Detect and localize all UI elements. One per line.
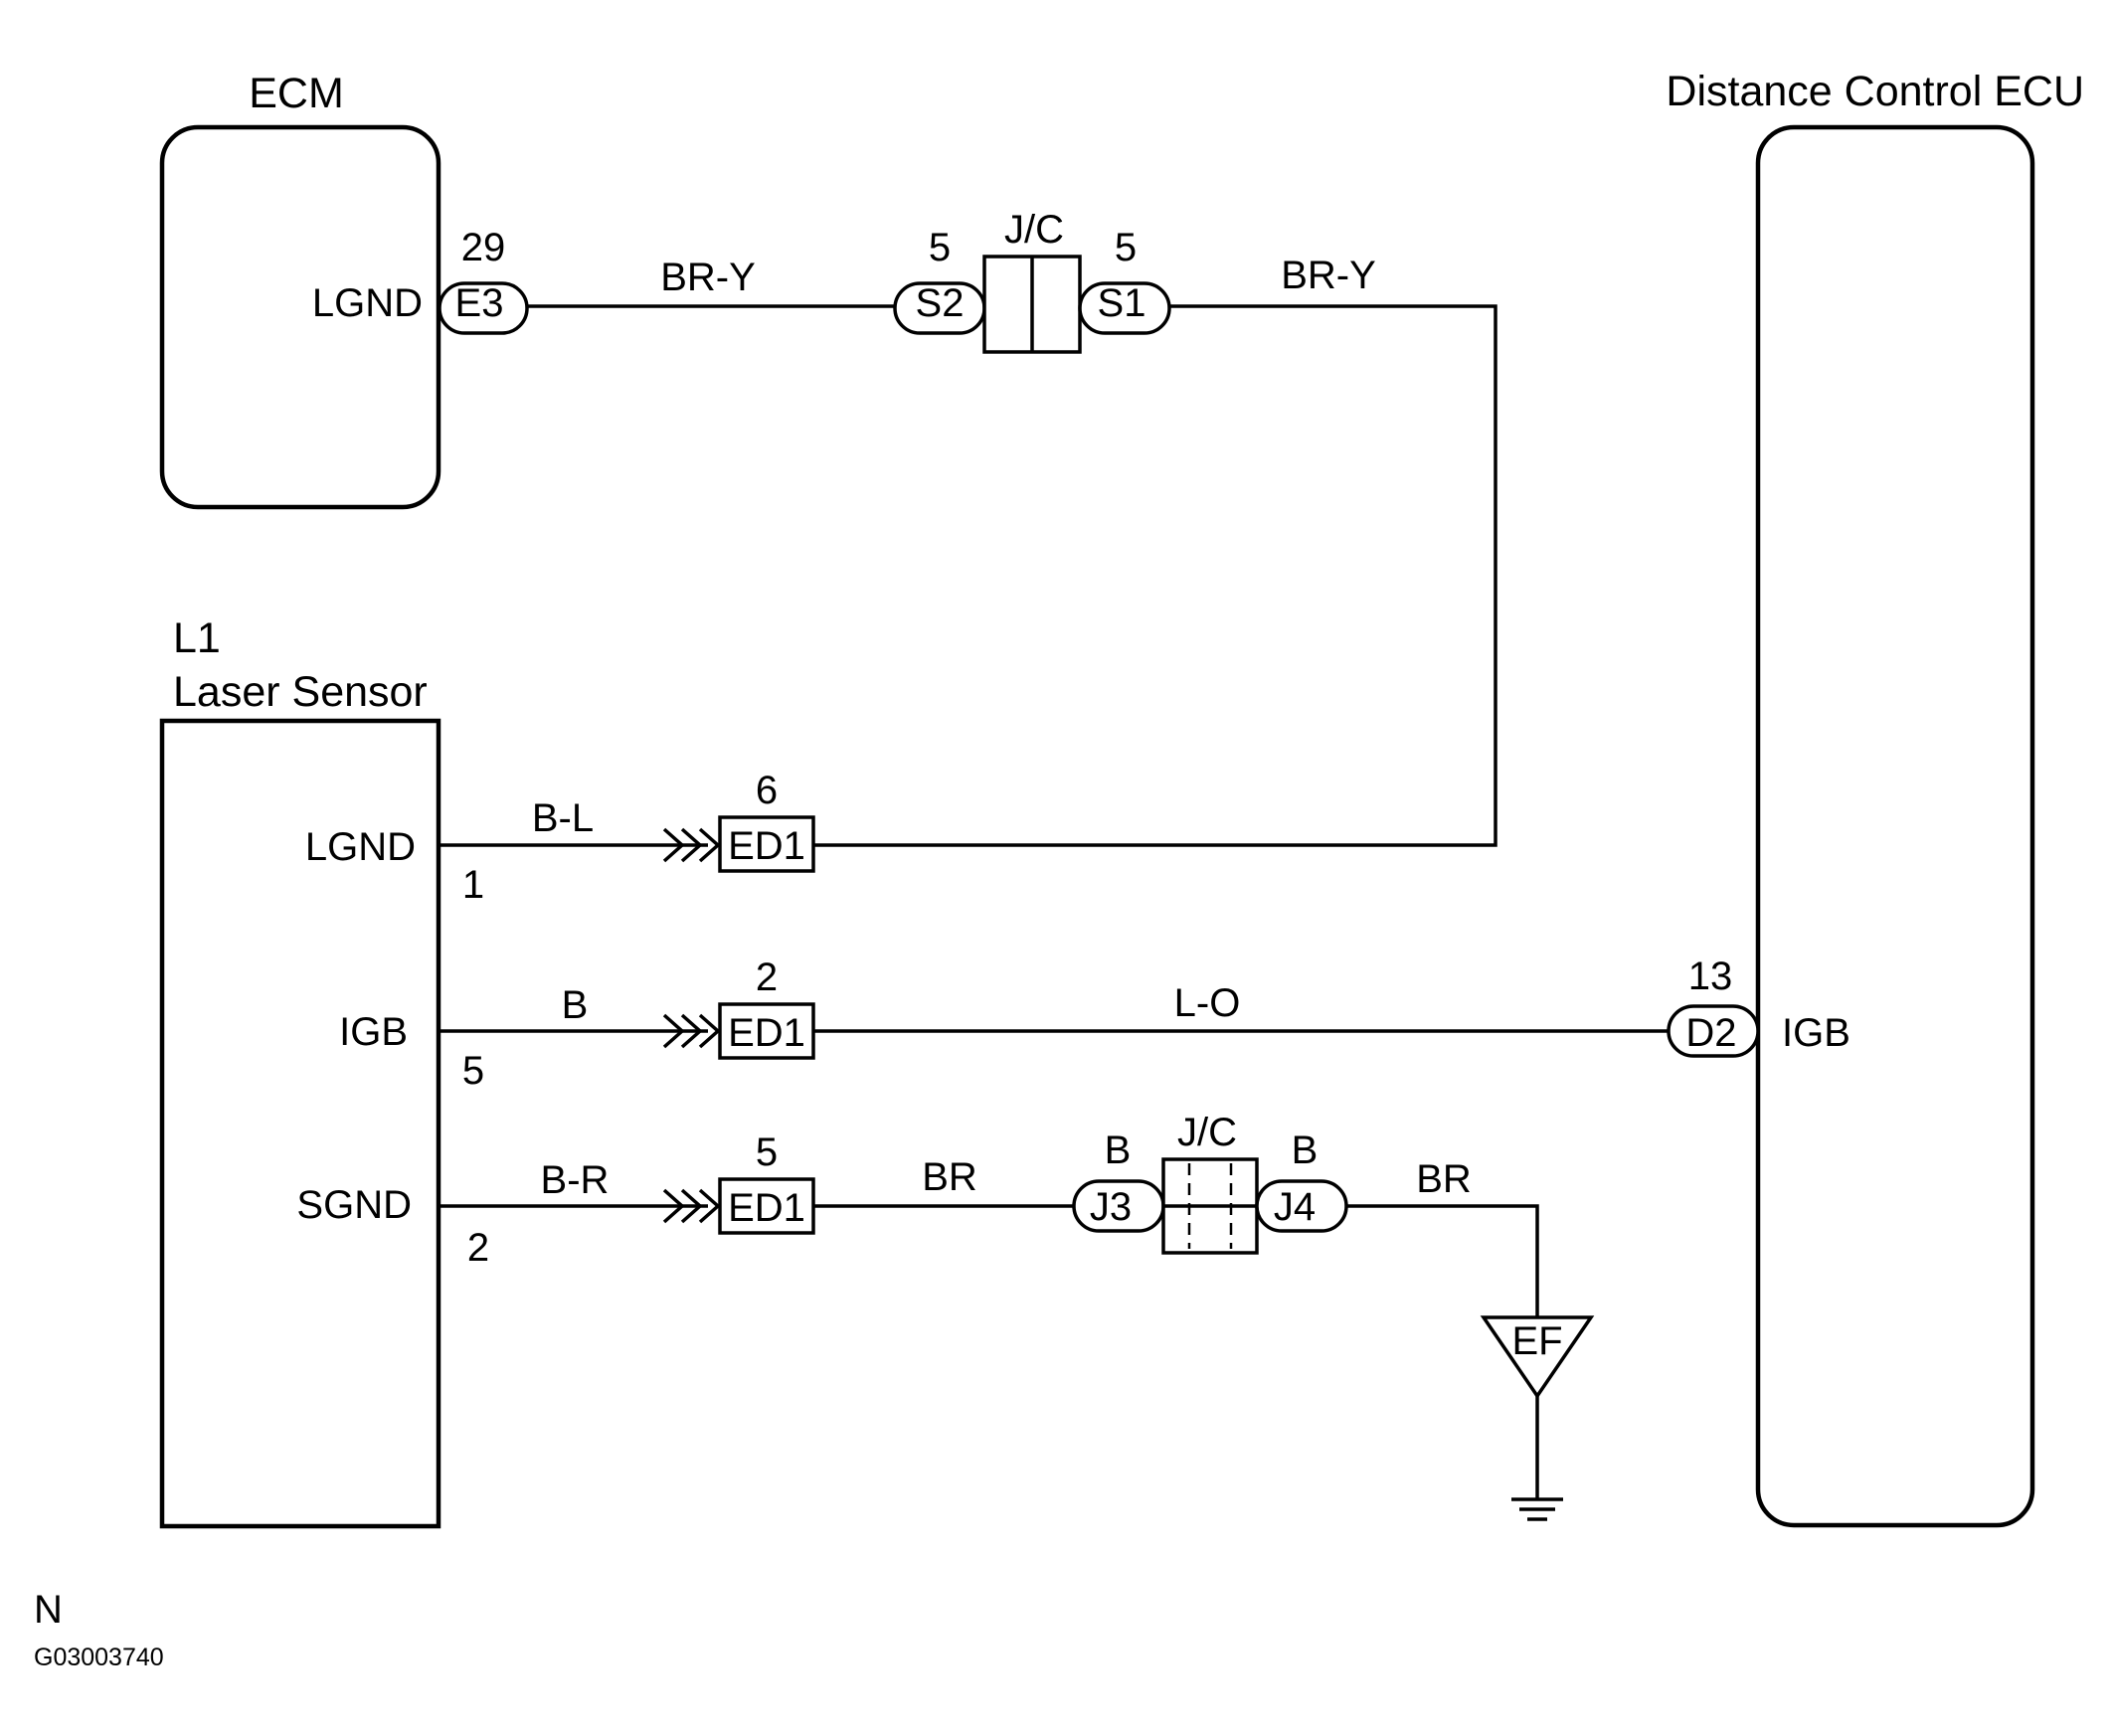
connector-ed1-lgnd-pin: 6 — [756, 769, 778, 812]
ground-point-ef-id: EF — [1511, 1319, 1562, 1363]
connector-ed1-igb-shape — [718, 1002, 815, 1060]
laser-sensor-pin-sgnd-number: 2 — [467, 1226, 489, 1270]
connector-ed1-igb-pin: 2 — [756, 955, 778, 999]
junction-connector-top: J/C — [982, 208, 1082, 354]
footer-figure-id: G03003740 — [34, 1644, 164, 1671]
connector-e3: E3 29 — [438, 226, 529, 335]
laser-sensor-box — [159, 718, 441, 1529]
wire-ecm-to-jc-color: BR-Y — [660, 256, 756, 299]
connector-ed1-igb: ED1 2 — [718, 955, 815, 1060]
laser-sensor-pin-igb-number: 5 — [462, 1049, 484, 1093]
ecm-title: ECM — [249, 70, 344, 117]
connector-ed1-sgnd-id: ED1 — [728, 1186, 805, 1230]
ground-point-ef-triangle — [1480, 1315, 1595, 1400]
connector-e3-shape — [438, 281, 529, 335]
ecm-block: ECM LGND — [159, 70, 441, 510]
connector-d2-shape — [1667, 1004, 1760, 1058]
ecm-pin-label: LGND — [312, 281, 423, 325]
connector-ed1-lgnd-id: ED1 — [728, 824, 805, 868]
connector-j3-pin: B — [1105, 1128, 1132, 1172]
laser-sensor-pin-sgnd-label: SGND — [296, 1183, 412, 1227]
wire-sgnd-color: B-R — [541, 1158, 610, 1202]
laser-sensor-ref: L1 — [173, 614, 221, 662]
wire-jc-to-ground-color: BR — [1416, 1157, 1472, 1201]
connector-s1-pin: 5 — [1115, 226, 1137, 269]
distance-control-ecu-box — [1755, 124, 2035, 1528]
connector-j4-pin: B — [1292, 1128, 1319, 1172]
connector-j3: J3 B — [1072, 1128, 1165, 1233]
chevron-connector-icon — [662, 1188, 721, 1224]
junction-connector-top-label: J/C — [1004, 208, 1064, 252]
wire-jc-to-ecu-color: BR-Y — [1281, 254, 1376, 297]
connector-j4-id: J4 — [1274, 1185, 1316, 1229]
distance-control-ecu-block: Distance Control ECU IGB — [1666, 68, 2084, 1528]
wire-igb-color: B — [562, 983, 589, 1027]
connector-j3-id: J3 — [1090, 1185, 1132, 1229]
wire-jc-to-ground — [1346, 1204, 1539, 1317]
connector-d2-id: D2 — [1685, 1011, 1736, 1055]
connector-ed1-sgnd: ED1 5 — [718, 1130, 815, 1235]
connector-s2: S2 5 — [893, 226, 986, 335]
laser-sensor-pin-lgnd-label: LGND — [305, 825, 416, 869]
connector-ed1-sgnd-pin: 5 — [756, 1130, 778, 1174]
laser-sensor-name: Laser Sensor — [173, 668, 428, 716]
connector-j4: J4 B — [1255, 1128, 1348, 1233]
chevron-connector-icon — [662, 827, 721, 863]
distance-control-ecu-title: Distance Control ECU — [1666, 68, 2084, 115]
wire-sgnd-to-jc-color: BR — [922, 1155, 977, 1199]
footer-code: N — [34, 1588, 63, 1632]
wire-lgnd-color: B-L — [532, 796, 594, 840]
connector-s1: S1 5 — [1078, 226, 1171, 335]
junction-connector-bottom: J/C — [1161, 1111, 1259, 1255]
distance-control-ecu-pin-label: IGB — [1782, 1011, 1850, 1055]
connector-s1-shape — [1078, 281, 1171, 335]
connector-d2-pin: 13 — [1688, 955, 1733, 998]
connector-ed1-lgnd: ED1 6 — [718, 769, 815, 873]
connector-ed1-sgnd-shape — [718, 1177, 815, 1235]
connector-ed1-lgnd-shape — [718, 815, 815, 873]
connector-e3-pin: 29 — [461, 226, 506, 269]
chevron-connector-icon — [662, 1013, 721, 1049]
laser-sensor-pin-igb-label: IGB — [339, 1010, 408, 1054]
laser-sensor-pin-lgnd-number: 1 — [462, 863, 484, 907]
wire-jc-to-ecu — [813, 304, 1497, 847]
laser-sensor-block: L1 Laser Sensor LGND 1 IGB 5 SGND 2 — [159, 614, 489, 1529]
ecm-box — [159, 124, 441, 510]
ground-icon — [1511, 1497, 1563, 1521]
wire-igb-to-ecu-color: L-O — [1174, 981, 1241, 1025]
ground-point-ef: EF — [1480, 1315, 1595, 1499]
connector-s2-id: S2 — [916, 281, 965, 325]
junction-connector-bottom-label: J/C — [1177, 1111, 1237, 1154]
connector-ed1-igb-id: ED1 — [728, 1011, 805, 1055]
connector-s1-id: S1 — [1098, 281, 1146, 325]
connector-s2-pin: 5 — [929, 226, 951, 269]
connector-d2: D2 13 — [1667, 955, 1760, 1058]
connector-e3-id: E3 — [455, 281, 504, 325]
